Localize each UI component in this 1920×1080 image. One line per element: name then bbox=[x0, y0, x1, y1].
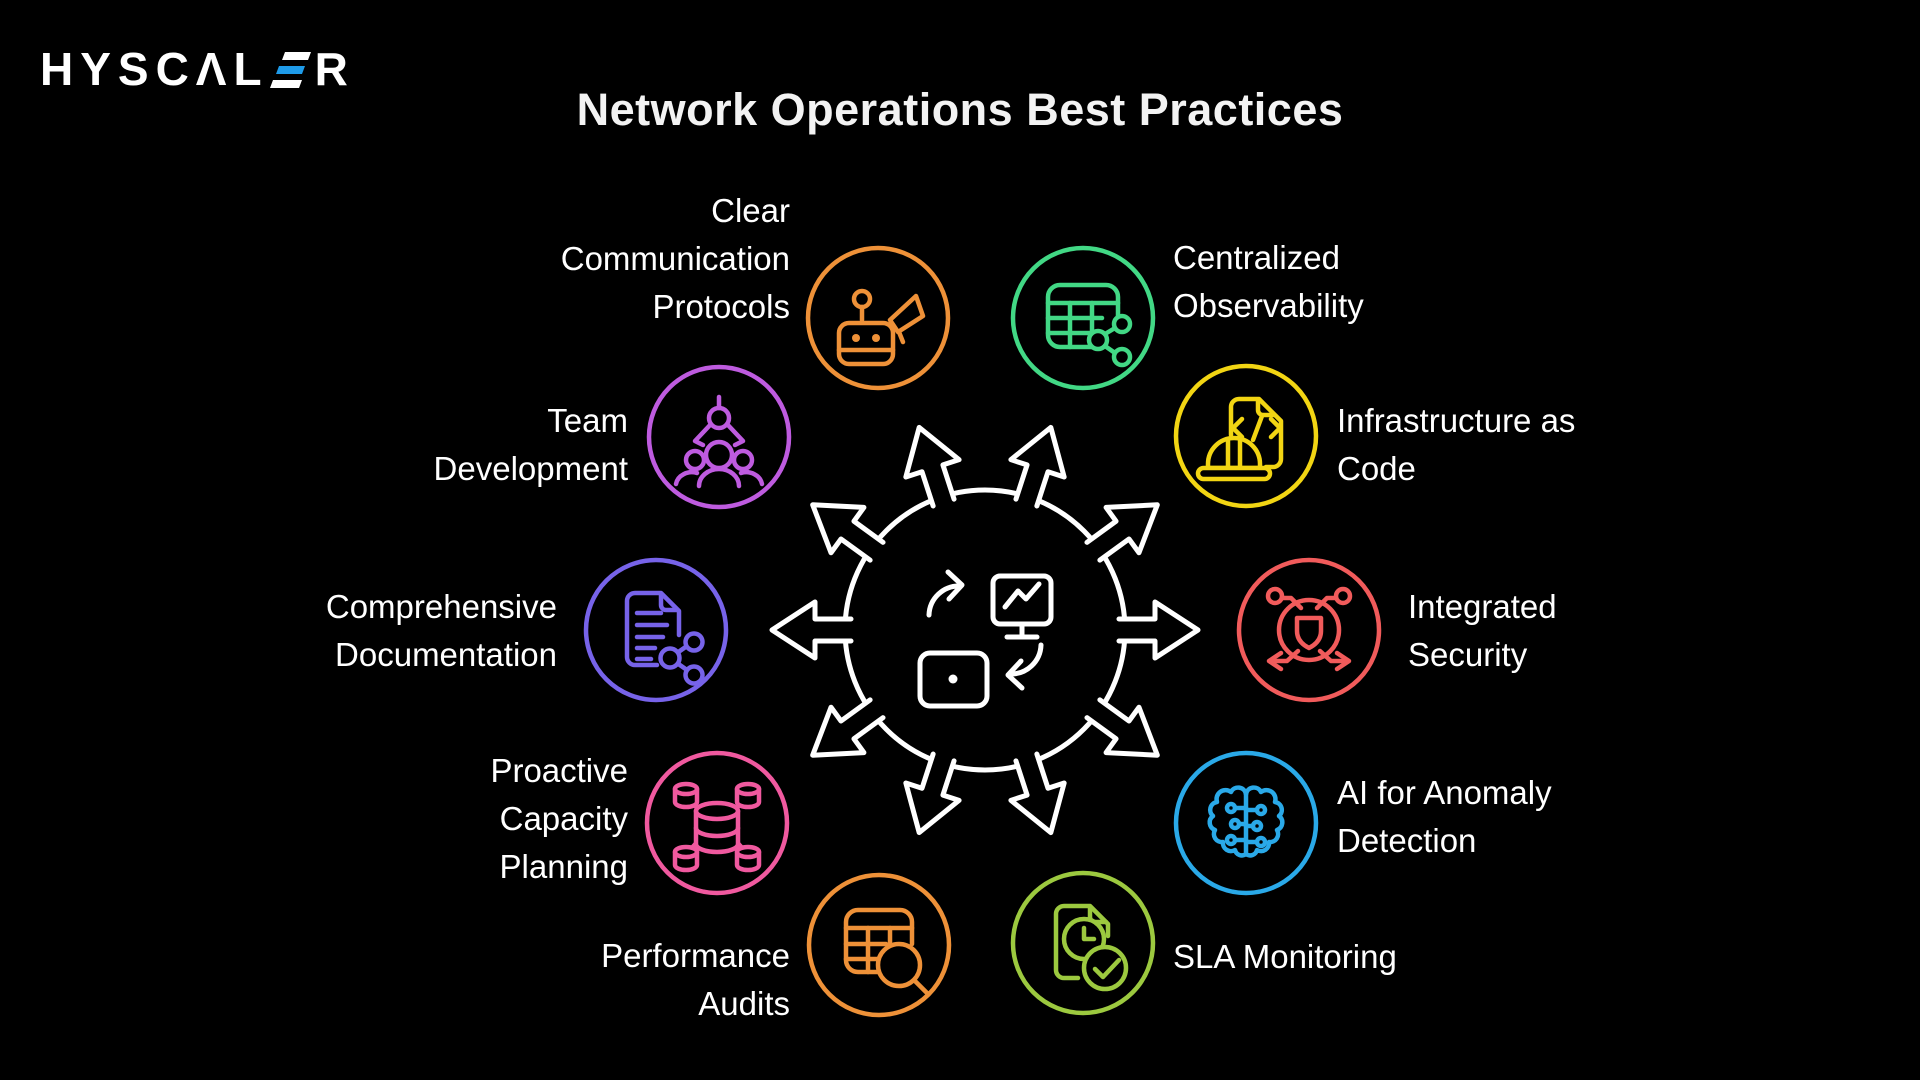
communication-badge bbox=[803, 243, 953, 393]
logo-e-glyph-icon bbox=[269, 52, 311, 88]
label-line: Team bbox=[547, 402, 628, 439]
documentation-badge bbox=[581, 555, 731, 705]
document-clock-check-icon bbox=[1010, 870, 1156, 1016]
label-ai-for-anomaly-detection: AI for Anomaly Detection bbox=[1337, 769, 1552, 865]
data-table-share-icon bbox=[1010, 245, 1156, 391]
hub-ring bbox=[842, 487, 1128, 773]
security-badge bbox=[1234, 555, 1384, 705]
label-integrated-security: Integrated Security bbox=[1408, 583, 1557, 679]
database-cluster-icon bbox=[644, 750, 790, 896]
label-sla-monitoring: SLA Monitoring bbox=[1173, 933, 1397, 981]
label-line: Planning bbox=[499, 848, 628, 885]
label-line: Development bbox=[433, 450, 628, 487]
label-line: Observability bbox=[1173, 287, 1364, 324]
sla-badge bbox=[1008, 868, 1158, 1018]
label-line: Security bbox=[1408, 636, 1528, 673]
label-line: Performance bbox=[601, 937, 790, 974]
label-line: AI for Anomaly bbox=[1337, 774, 1552, 811]
hyscaler-logo: HYSCΛL R bbox=[40, 42, 355, 96]
hub-arrows bbox=[769, 424, 1201, 836]
iac-badge bbox=[1171, 361, 1321, 511]
label-line: SLA Monitoring bbox=[1173, 938, 1397, 975]
label-line: Audits bbox=[698, 985, 790, 1022]
label-team-development: Team Development bbox=[434, 397, 628, 493]
logo-text-left: HYSCΛL bbox=[40, 43, 269, 95]
label-clear-communication-protocols: Clear Communication Protocols bbox=[561, 187, 790, 331]
capacity-planning-badge bbox=[642, 748, 792, 898]
label-centralized-observability: Centralized Observability bbox=[1173, 234, 1364, 330]
label-line: Infrastructure as bbox=[1337, 402, 1576, 439]
label-line: Protocols bbox=[652, 288, 790, 325]
label-comprehensive-documentation: Comprehensive Documentation bbox=[326, 583, 557, 679]
label-line: Documentation bbox=[335, 636, 557, 673]
ai-anomaly-badge bbox=[1171, 748, 1321, 898]
code-document-hardhat-icon bbox=[1173, 363, 1319, 509]
label-line: Clear bbox=[711, 192, 790, 229]
table-magnifier-icon bbox=[806, 872, 952, 1018]
label-line: Proactive bbox=[490, 752, 628, 789]
label-line: Capacity bbox=[499, 800, 628, 837]
label-infrastructure-as-code: Infrastructure as Code bbox=[1337, 397, 1575, 493]
robot-megaphone-icon bbox=[805, 245, 951, 391]
label-proactive-capacity-planning: Proactive Capacity Planning bbox=[490, 747, 628, 891]
team-development-badge bbox=[644, 362, 794, 512]
label-line: Code bbox=[1337, 450, 1416, 487]
label-line: Communication bbox=[560, 240, 790, 277]
page-title: Network Operations Best Practices bbox=[576, 84, 1344, 135]
claw-people-icon bbox=[646, 364, 792, 510]
shield-network-icon bbox=[1236, 557, 1382, 703]
label-line: Detection bbox=[1337, 822, 1477, 859]
logo-text-right: R bbox=[314, 43, 355, 95]
circuit-brain-icon bbox=[1173, 750, 1319, 896]
label-line: Centralized bbox=[1173, 239, 1340, 276]
device-sync-icon bbox=[917, 569, 1054, 709]
performance-audits-badge bbox=[804, 870, 954, 1020]
label-line: Comprehensive bbox=[325, 588, 557, 625]
label-performance-audits: Performance Audits bbox=[601, 932, 790, 1028]
label-line: Integrated bbox=[1408, 588, 1557, 625]
document-share-icon bbox=[583, 557, 729, 703]
process-hub bbox=[769, 424, 1201, 836]
observability-badge bbox=[1008, 243, 1158, 393]
